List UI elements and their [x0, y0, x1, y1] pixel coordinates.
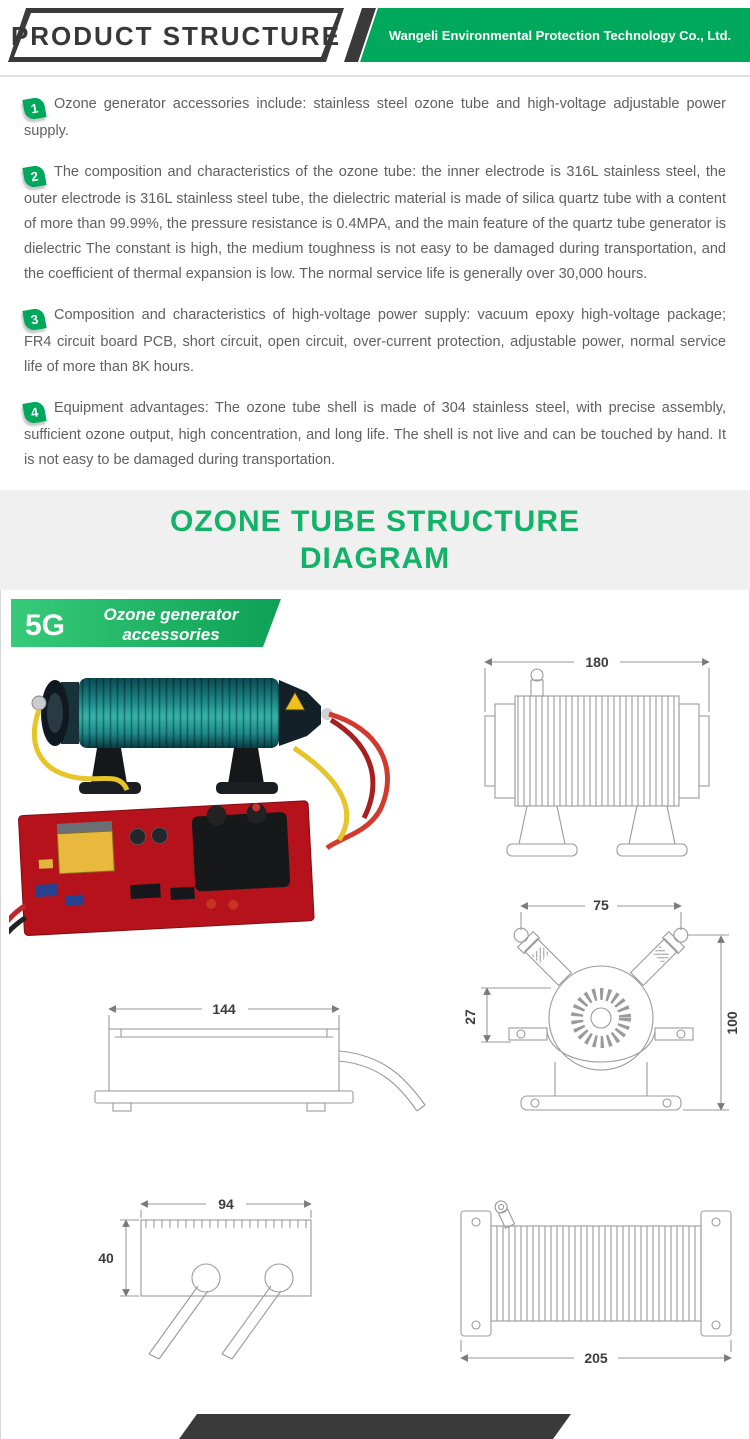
product-photo	[9, 678, 390, 948]
wires-illustration	[32, 709, 390, 851]
dim-label-75: 75	[593, 897, 609, 913]
dimension-75: 75	[520, 897, 682, 930]
dimension-27: 27	[462, 987, 551, 1043]
base-view-outline	[460, 1200, 732, 1337]
warning-triangle-icon	[284, 690, 306, 711]
dimension-94: 94	[140, 1196, 312, 1218]
feature-text: Ozone generator accessories include: sta…	[24, 96, 726, 139]
tube-side-outline	[484, 668, 710, 857]
top-view-outline	[140, 1219, 312, 1360]
drawing-end-view: 75	[462, 897, 740, 1111]
electrode-right	[629, 927, 689, 987]
drawing-top-view: 94 40	[98, 1196, 312, 1360]
feature-number-badge: 3	[22, 307, 47, 332]
drawing-cover-view: 144	[94, 1000, 426, 1112]
feature-text: Composition and characteristics of high-…	[24, 307, 726, 375]
company-ribbon	[360, 8, 750, 62]
feature-number-badge: 1	[22, 96, 47, 121]
electrode-left	[513, 927, 573, 987]
feature-number-badge: 4	[22, 400, 47, 425]
section-title-banner: OZONE TUBE STRUCTURE DIAGRAM	[0, 490, 750, 590]
badge-background	[11, 599, 281, 647]
cover-outline	[94, 1028, 426, 1112]
section-title-line1: OZONE TUBE STRUCTURE	[170, 505, 580, 538]
ribbon-accent-strip	[344, 8, 376, 62]
feature-text: The composition and characteristics of t…	[24, 164, 726, 282]
ozone-tube-illustration	[31, 678, 333, 794]
dim-label-100: 100	[724, 1011, 740, 1035]
dim-label-40: 40	[98, 1250, 114, 1266]
dim-label-144: 144	[212, 1001, 236, 1017]
power-board-illustration	[9, 800, 315, 948]
page-header: PRODUCT STRUCTURE Wangeli Environmental …	[0, 8, 750, 77]
title-ribbon-inner	[14, 13, 338, 57]
product-diagram-section: 5G Ozone generator accessories	[0, 590, 750, 1439]
badge-model: 5G	[25, 609, 65, 642]
drawing-base-view: 205	[460, 1200, 732, 1366]
tube-end-outline	[508, 965, 694, 1111]
dim-label-94: 94	[218, 1196, 234, 1212]
dimension-100: 100	[683, 934, 740, 1111]
badge-label-line2: accessories	[122, 625, 219, 644]
badge-label-line1: Ozone generator	[103, 605, 239, 624]
next-section-ribbon	[179, 1414, 571, 1439]
drawing-side-view: 180	[484, 653, 710, 857]
model-badge: 5G Ozone generator accessories	[11, 599, 281, 647]
page-title: PRODUCT STRUCTURE	[11, 21, 341, 51]
dim-label-27: 27	[462, 1009, 478, 1025]
dimension-144: 144	[108, 1000, 340, 1029]
dimension-180: 180	[484, 653, 710, 712]
dimension-40: 40	[98, 1219, 139, 1297]
dimension-205: 205	[460, 1340, 732, 1366]
feature-number-badge: 2	[22, 164, 47, 189]
dim-label-205: 205	[584, 1350, 608, 1366]
section-title-line2: DIAGRAM	[299, 542, 451, 575]
header-divider	[0, 75, 750, 77]
feature-text: Equipment advantages: The ozone tube she…	[24, 400, 726, 468]
dim-label-180: 180	[585, 654, 609, 670]
company-name: Wangeli Environmental Protection Technol…	[389, 28, 731, 43]
